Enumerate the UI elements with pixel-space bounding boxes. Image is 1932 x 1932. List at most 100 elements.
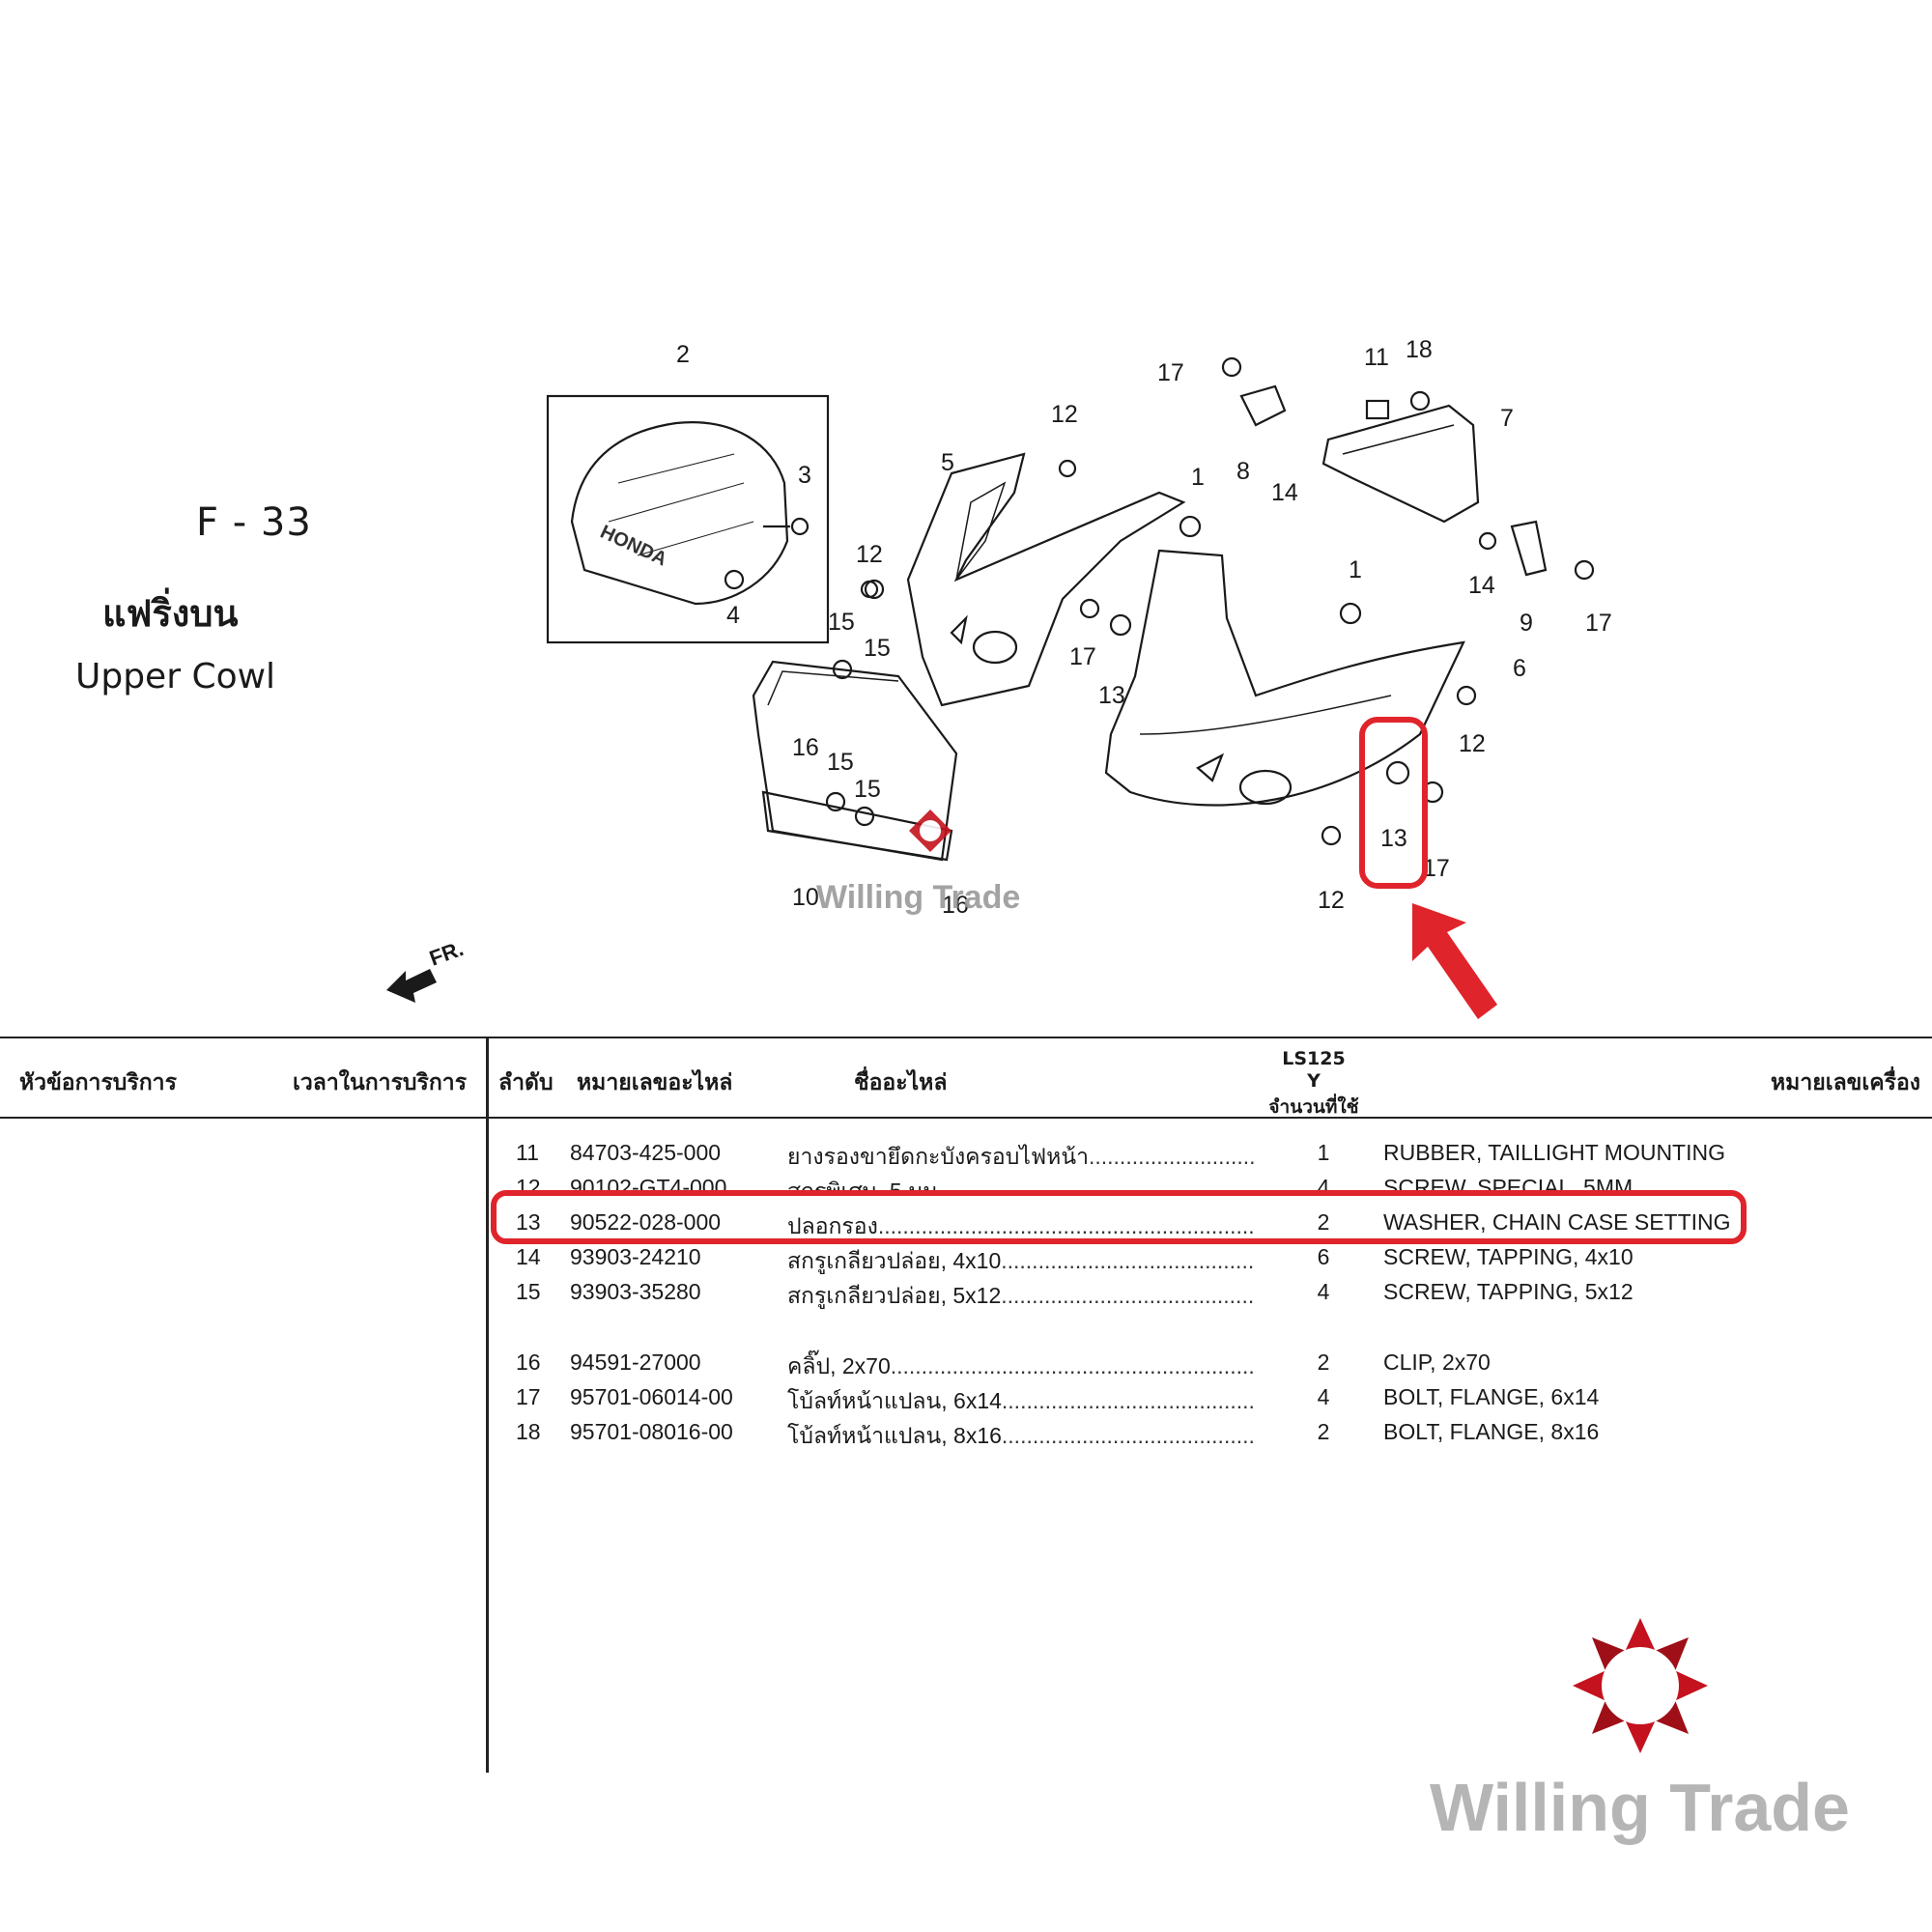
page-code: F - 33 bbox=[196, 500, 312, 545]
callout-17: 17 bbox=[1157, 359, 1184, 386]
row-name-th: ยางรองขายึดกะบังครอบไฟหน้า bbox=[787, 1140, 1256, 1175]
row-ref: 15 bbox=[516, 1279, 541, 1304]
header-model-type: Y bbox=[1307, 1070, 1321, 1092]
callout-17: 17 bbox=[1585, 610, 1612, 637]
row-name-th: โบ้ลท์หน้าแปลน, 8x16 bbox=[787, 1419, 1256, 1454]
callout-13: 13 bbox=[1380, 825, 1407, 852]
row-qty: 1 bbox=[1317, 1140, 1330, 1165]
row-qty: 2 bbox=[1317, 1209, 1330, 1235]
callout-14: 14 bbox=[1468, 572, 1495, 599]
callout-16: 16 bbox=[942, 892, 969, 919]
callout-1: 1 bbox=[1191, 464, 1205, 491]
table-row: 17 95701-06014-00 โบ้ลท์หน้าแปลน, 6x14 4… bbox=[502, 1384, 1758, 1419]
callout-2: 2 bbox=[676, 341, 690, 368]
row-part-no: 95701-08016-00 bbox=[570, 1419, 733, 1444]
inner-cowl bbox=[906, 452, 1186, 707]
table-row: 18 95701-08016-00 โบ้ลท์หน้าแปลน, 8x16 2… bbox=[502, 1419, 1758, 1454]
row-part-no: 93903-35280 bbox=[570, 1279, 701, 1304]
title-thai: แฟริ่งบน bbox=[102, 592, 239, 635]
svg-text:Willing Trade: Willing Trade bbox=[1430, 1770, 1850, 1845]
header-service-topic: หัวข้อการบริการ bbox=[19, 1070, 177, 1095]
callout-6: 6 bbox=[1513, 655, 1526, 682]
header-frame-no: หมายเลขเครื่อง bbox=[1771, 1070, 1921, 1095]
row-name-th: โบ้ลท์หน้าแปลน, 6x14 bbox=[787, 1384, 1256, 1419]
header-part-name: ชื่ออะไหล่ bbox=[854, 1070, 948, 1095]
callout-15: 15 bbox=[854, 776, 881, 803]
callout-15: 15 bbox=[828, 609, 855, 636]
table-header-rule bbox=[0, 1117, 1932, 1119]
row-qty: 2 bbox=[1317, 1419, 1330, 1444]
row-name-th: ปลอกรอง bbox=[787, 1209, 1256, 1244]
row-ref: 18 bbox=[516, 1419, 541, 1444]
callout-13: 13 bbox=[1098, 682, 1125, 709]
diagram-watermark: Willing Trade bbox=[816, 810, 1020, 916]
callout-15: 15 bbox=[864, 635, 891, 662]
table-top-rule bbox=[0, 1037, 1932, 1038]
callout-8: 8 bbox=[1236, 458, 1250, 485]
row-name-en: SCREW, TAPPING, 5x12 bbox=[1383, 1279, 1634, 1304]
callout-17: 17 bbox=[1069, 643, 1096, 670]
bracket-8 bbox=[1239, 384, 1287, 427]
callout-18: 18 bbox=[1406, 336, 1433, 363]
row-name-en: CLIP, 2x70 bbox=[1383, 1350, 1491, 1375]
highlight-arrow bbox=[1412, 903, 1497, 1019]
callout-1: 1 bbox=[1349, 556, 1362, 583]
callout-12: 12 bbox=[1459, 730, 1486, 757]
row-ref: 14 bbox=[516, 1244, 541, 1269]
windshield-box bbox=[546, 394, 830, 644]
row-part-no: 84703-425-000 bbox=[570, 1140, 722, 1165]
highlight-box bbox=[1359, 717, 1428, 889]
row-name-en: SCREW, TAPPING, 4x10 bbox=[1383, 1244, 1634, 1269]
title-english: Upper Cowl bbox=[75, 657, 276, 696]
header-qty: จำนวนที่ใช้ bbox=[1268, 1096, 1359, 1118]
header-part-no: หมายเลขอะไหล่ bbox=[577, 1070, 733, 1095]
table-row: 16 94591-27000 คลิ๊ป, 2x70 2 CLIP, 2x70 bbox=[502, 1350, 1758, 1384]
row-qty: 2 bbox=[1317, 1350, 1330, 1375]
callout-10: 10 bbox=[792, 884, 819, 911]
callout-5: 5 bbox=[941, 449, 954, 476]
callout-12: 12 bbox=[856, 541, 883, 568]
svg-text:FR.: FR. bbox=[426, 936, 467, 971]
callout-7: 7 bbox=[1500, 405, 1514, 432]
row-ref: 17 bbox=[516, 1384, 541, 1409]
row-qty: 6 bbox=[1317, 1244, 1330, 1269]
table-row: 11 84703-425-000 ยางรองขายึดกะบังครอบไฟห… bbox=[502, 1140, 1758, 1175]
row-highlight-box bbox=[491, 1190, 1747, 1244]
row-name-en: BOLT, FLANGE, 6x14 bbox=[1383, 1384, 1600, 1409]
exploded-parts-diagram: 2 3 4 5 12 1 17 8 14 11 18 7 12 15 15 17… bbox=[386, 336, 1612, 1019]
row-name-en: BOLT, FLANGE, 8x16 bbox=[1383, 1419, 1600, 1444]
row-name-th: คลิ๊ป, 2x70 bbox=[787, 1350, 1256, 1384]
row-name-en: WASHER, CHAIN CASE SETTING bbox=[1383, 1209, 1731, 1235]
table-row-highlighted: 13 90522-028-000 ปลอกรอง 2 WASHER, CHAIN… bbox=[502, 1209, 1758, 1244]
callout-4: 4 bbox=[726, 602, 740, 629]
callout-9: 9 bbox=[1520, 610, 1533, 637]
willing-trade-logo: Willing Trade bbox=[1430, 1618, 1850, 1845]
table-row: 14 93903-24210 สกรูเกลียวปล่อย, 4x10 6 S… bbox=[502, 1244, 1758, 1279]
row-qty: 4 bbox=[1317, 1384, 1330, 1409]
svg-text:Willing Trade: Willing Trade bbox=[816, 879, 1020, 916]
table-column-divider bbox=[486, 1038, 489, 1773]
callout-16: 16 bbox=[792, 734, 819, 761]
row-name-th: สกรูเกลียวปล่อย, 5x12 bbox=[787, 1279, 1256, 1314]
callout-3: 3 bbox=[798, 462, 811, 489]
callout-11: 11 bbox=[1364, 344, 1389, 371]
row-part-no: 93903-24210 bbox=[570, 1244, 701, 1269]
row-ref: 16 bbox=[516, 1350, 541, 1375]
callout-12: 12 bbox=[1318, 887, 1345, 914]
bracket bbox=[1321, 404, 1480, 524]
header-ref-no: ลำดับ bbox=[498, 1070, 554, 1095]
side-cowl bbox=[1104, 549, 1465, 807]
row-qty: 4 bbox=[1317, 1279, 1330, 1304]
bracket-9 bbox=[1510, 520, 1548, 577]
row-part-no: 95701-06014-00 bbox=[570, 1384, 733, 1409]
callout-12: 12 bbox=[1051, 401, 1078, 428]
row-name-th: สกรูเกลียวปล่อย, 4x10 bbox=[787, 1244, 1256, 1279]
row-name-en: RUBBER, TAILLIGHT MOUNTING bbox=[1383, 1140, 1725, 1165]
front-arrow: FR. bbox=[386, 936, 467, 1003]
windshield bbox=[570, 421, 789, 606]
headlight-housing bbox=[752, 660, 958, 862]
row-ref: 13 bbox=[516, 1209, 541, 1235]
windshield-brand: HONDA bbox=[597, 522, 670, 571]
header-model: LS125 bbox=[1282, 1048, 1346, 1069]
row-ref: 11 bbox=[516, 1140, 539, 1165]
